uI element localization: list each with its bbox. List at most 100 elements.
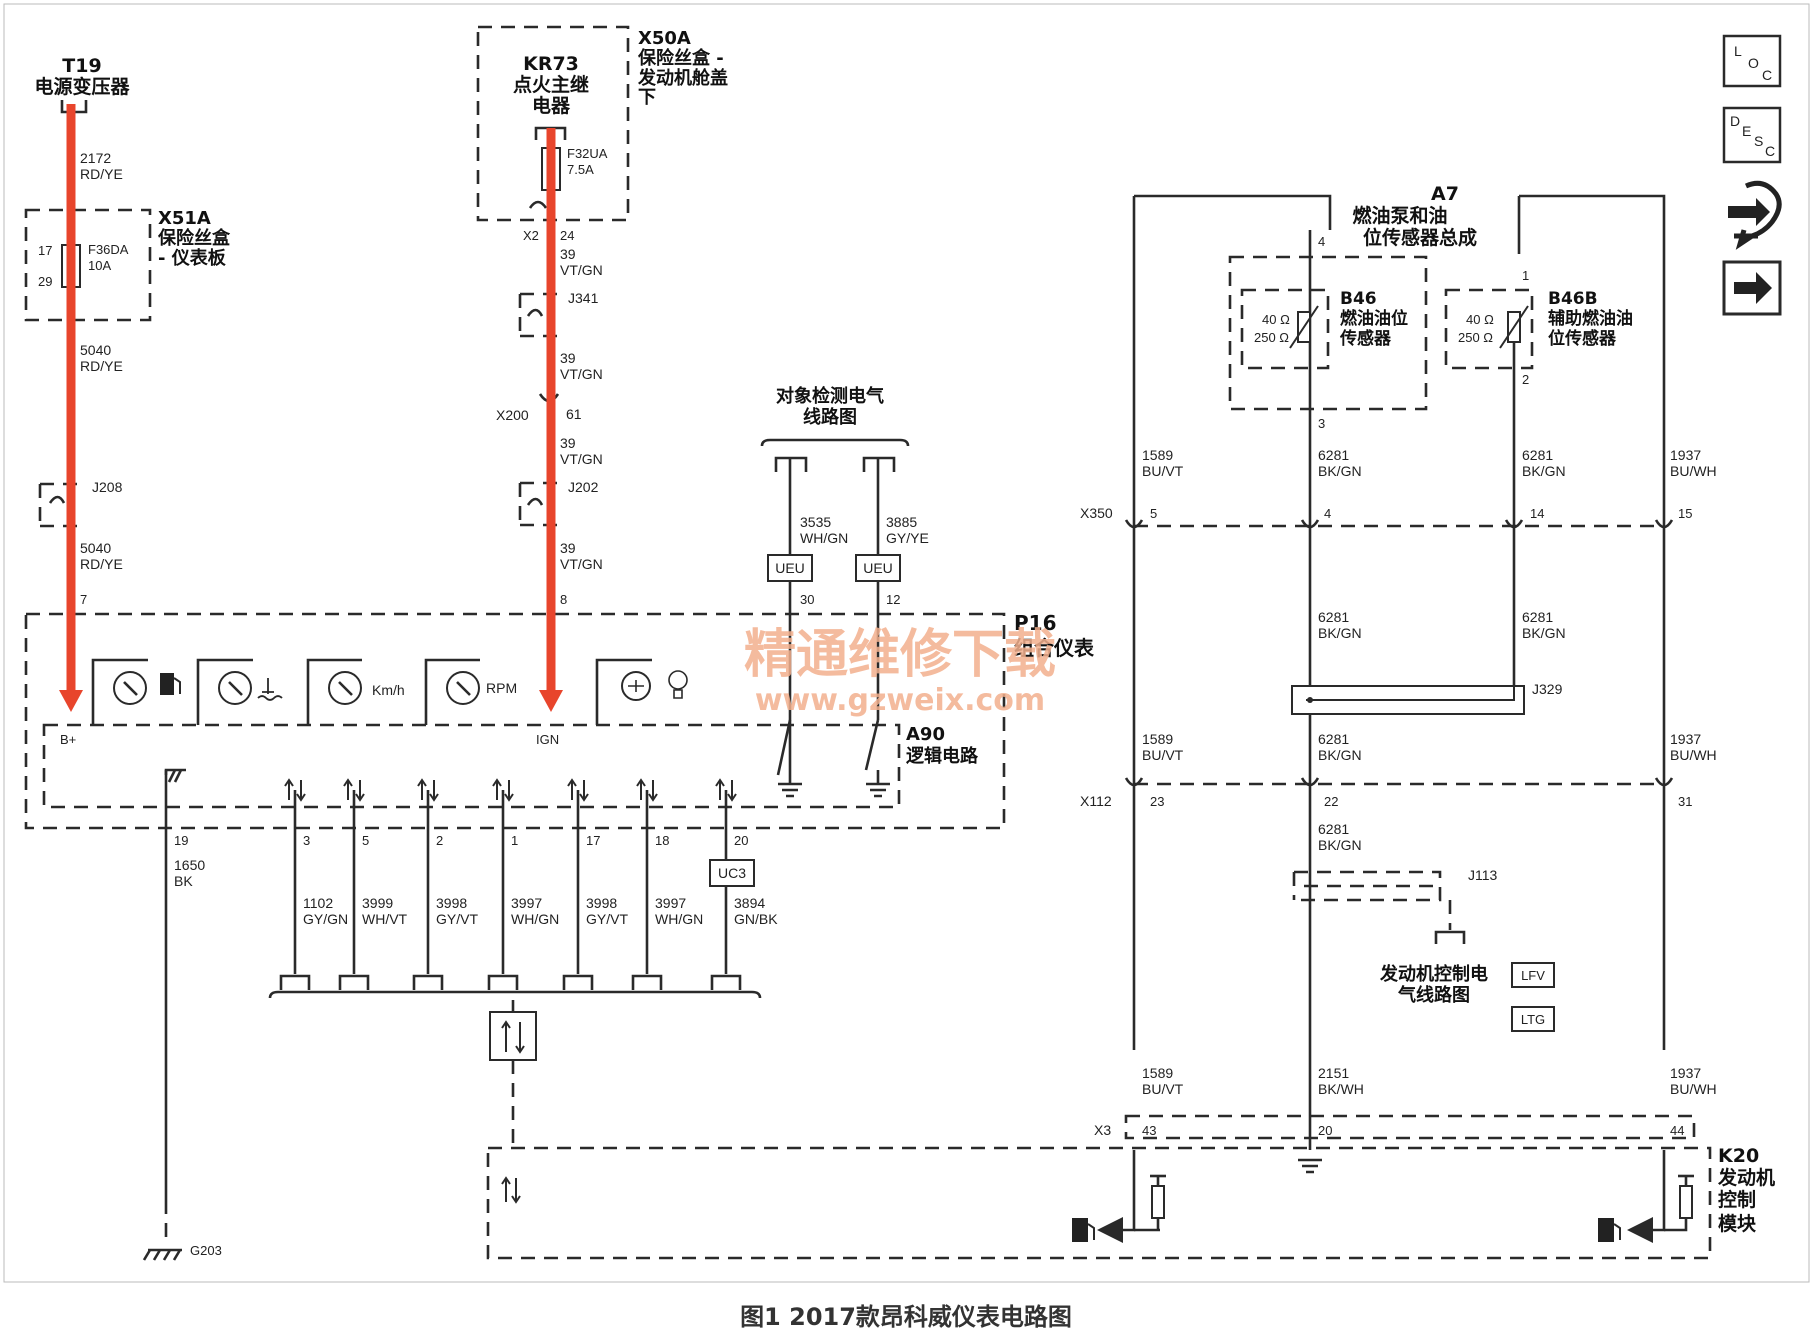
b46b-aux-fuel-sensor xyxy=(1444,288,1534,370)
b46b-r40: 40 Ω xyxy=(1466,312,1494,327)
p16-name: 组合仪表 xyxy=(1014,636,1095,660)
j113-label: J113 xyxy=(1468,867,1498,883)
x112-pin-31: 31 xyxy=(1678,794,1692,809)
wire-39-d: 39 xyxy=(560,540,576,556)
logic-pin-17: 17 xyxy=(586,833,600,848)
a7-pin-4: 4 xyxy=(1318,234,1325,249)
wire-3885: 3885 xyxy=(886,514,917,530)
ign-power-path-highlight xyxy=(539,128,563,712)
bus-wire-3998-3: 3998 xyxy=(436,895,467,911)
bus-wire-color-3: GY/VT xyxy=(436,911,478,927)
ueu-module-2[interactable] xyxy=(855,554,901,582)
coolant-temp-icon xyxy=(257,678,283,701)
wire-6281-b: 6281 xyxy=(1522,447,1553,463)
wire-1589-b: 1589 xyxy=(1142,731,1173,747)
location-view-icon[interactable]: L O C xyxy=(1722,34,1782,88)
ground-symbol-2 xyxy=(866,770,890,798)
a7-fuel-pump-assembly xyxy=(1228,255,1428,411)
wire-3535-color: WH/GN xyxy=(800,530,848,546)
loc-letter-o: O xyxy=(1748,55,1759,71)
wire-1589-b-color: BU/VT xyxy=(1142,747,1184,763)
a90-logic-circuit xyxy=(42,723,901,809)
x51a-pin-17: 17 xyxy=(38,243,52,258)
a7-pin-1: 1 xyxy=(1522,268,1529,283)
f36da-label: F36DA xyxy=(88,242,129,257)
loc-letter-l: L xyxy=(1734,43,1742,59)
wire-39-c-color: VT/GN xyxy=(560,451,603,467)
bus-connector-5 xyxy=(338,974,370,990)
x50a-name-2: 发动机舱盖 xyxy=(637,67,728,89)
ign-label: IGN xyxy=(536,732,559,747)
desc-letter-e: E xyxy=(1742,123,1751,139)
bus-wire-3999-2: 3999 xyxy=(362,895,393,911)
kmh-label: Km/h xyxy=(372,682,405,698)
j329-label: J329 xyxy=(1532,681,1563,697)
wire-6281-b-color: BK/GN xyxy=(1522,463,1566,479)
f36da-amp: 10A xyxy=(88,258,111,273)
uc3-module[interactable] xyxy=(709,859,755,887)
x3-label: X3 xyxy=(1094,1122,1111,1138)
x3-pin-43: 43 xyxy=(1142,1123,1156,1138)
a90-id: A90 xyxy=(906,724,945,745)
ltg-reference[interactable] xyxy=(1511,1006,1555,1032)
ecm-fuel-level-input-left xyxy=(1097,1150,1166,1243)
pin-12: 12 xyxy=(886,592,900,607)
wire-3535: 3535 xyxy=(800,514,831,530)
kr73-id: KR73 xyxy=(523,53,579,75)
wire-39-a-color: VT/GN xyxy=(560,262,603,278)
a90-name: 逻辑电路 xyxy=(906,745,979,767)
bus-wire-color-0: BK xyxy=(174,873,193,889)
next-page-arrow-icon[interactable] xyxy=(1722,260,1782,316)
bus-wire-3997-6: 3997 xyxy=(655,895,686,911)
x51a-pin-29: 29 xyxy=(38,274,52,289)
lfv-reference[interactable] xyxy=(1511,962,1555,988)
b46-fuel-level-sensor xyxy=(1240,288,1330,370)
j341-label: J341 xyxy=(568,290,599,306)
lfv-label: LFV xyxy=(1521,968,1545,983)
a7-id: A7 xyxy=(1431,183,1459,205)
wire-6281-e: 6281 xyxy=(1318,731,1349,747)
logic-pin-18: 18 xyxy=(655,833,669,848)
bus-wire-3998-5: 3998 xyxy=(586,895,617,911)
a7-name-1: 燃油泵和油 xyxy=(1352,204,1447,227)
wire-1937-a-color: BU/WH xyxy=(1670,463,1717,479)
wire-5040a-label: 5040 xyxy=(80,342,111,358)
x350-pin-4: 4 xyxy=(1324,506,1331,521)
desc-letter-c: C xyxy=(1765,143,1775,159)
bus-wire-1102-1: 1102 xyxy=(303,895,333,911)
bus-connector-20 xyxy=(710,974,742,990)
can-bus-connector[interactable] xyxy=(489,1011,537,1061)
x50a-id: X50A xyxy=(638,28,691,49)
pin-8: 8 xyxy=(560,592,567,607)
t19-name: 电源变压器 xyxy=(34,75,130,98)
wire-6281-d-color: BK/GN xyxy=(1522,625,1566,641)
b46b-variable-resistor xyxy=(1499,305,1529,349)
wire-1937-c-color: BU/WH xyxy=(1670,1081,1717,1097)
description-view-icon[interactable]: D E S C xyxy=(1722,106,1782,164)
k20-id: K20 xyxy=(1718,1145,1759,1167)
b46-name-1: 燃油油位 xyxy=(1340,308,1408,329)
bplus-power-path-highlight xyxy=(59,104,83,712)
bus-connector-18 xyxy=(631,974,663,990)
watermark-url: www.gzweix.com xyxy=(755,683,1045,718)
tachometer-gauge xyxy=(424,658,480,725)
x350-pin-14: 14 xyxy=(1530,506,1544,521)
wire-2151: 2151 xyxy=(1318,1065,1349,1081)
bus-wire-color-6: WH/GN xyxy=(655,911,703,927)
wire-6281-f-color: BK/GN xyxy=(1318,837,1362,853)
ground-symbol-1 xyxy=(778,775,802,798)
k20-name-3: 模块 xyxy=(1718,1212,1757,1235)
obj-detect-title-1: 对象检测电气 xyxy=(776,385,884,407)
bus-wire-color-2: WH/VT xyxy=(362,911,408,927)
loc-letter-c: C xyxy=(1762,67,1772,83)
fuel-pump-icon-right xyxy=(1598,1218,1621,1242)
connector-plug-icon[interactable] xyxy=(1728,180,1782,250)
wire-6281-c-color: BK/GN xyxy=(1318,625,1362,641)
bus-connector-1 xyxy=(487,974,519,990)
wire-5040b-label: 5040 xyxy=(80,540,111,556)
wire-6281-a: 6281 xyxy=(1318,447,1349,463)
fuel-pump-icon xyxy=(160,673,181,695)
bus-wire-color-4: WH/GN xyxy=(511,911,559,927)
wire-2151-color: BK/WH xyxy=(1318,1081,1364,1097)
j113-splice xyxy=(1292,870,1442,902)
